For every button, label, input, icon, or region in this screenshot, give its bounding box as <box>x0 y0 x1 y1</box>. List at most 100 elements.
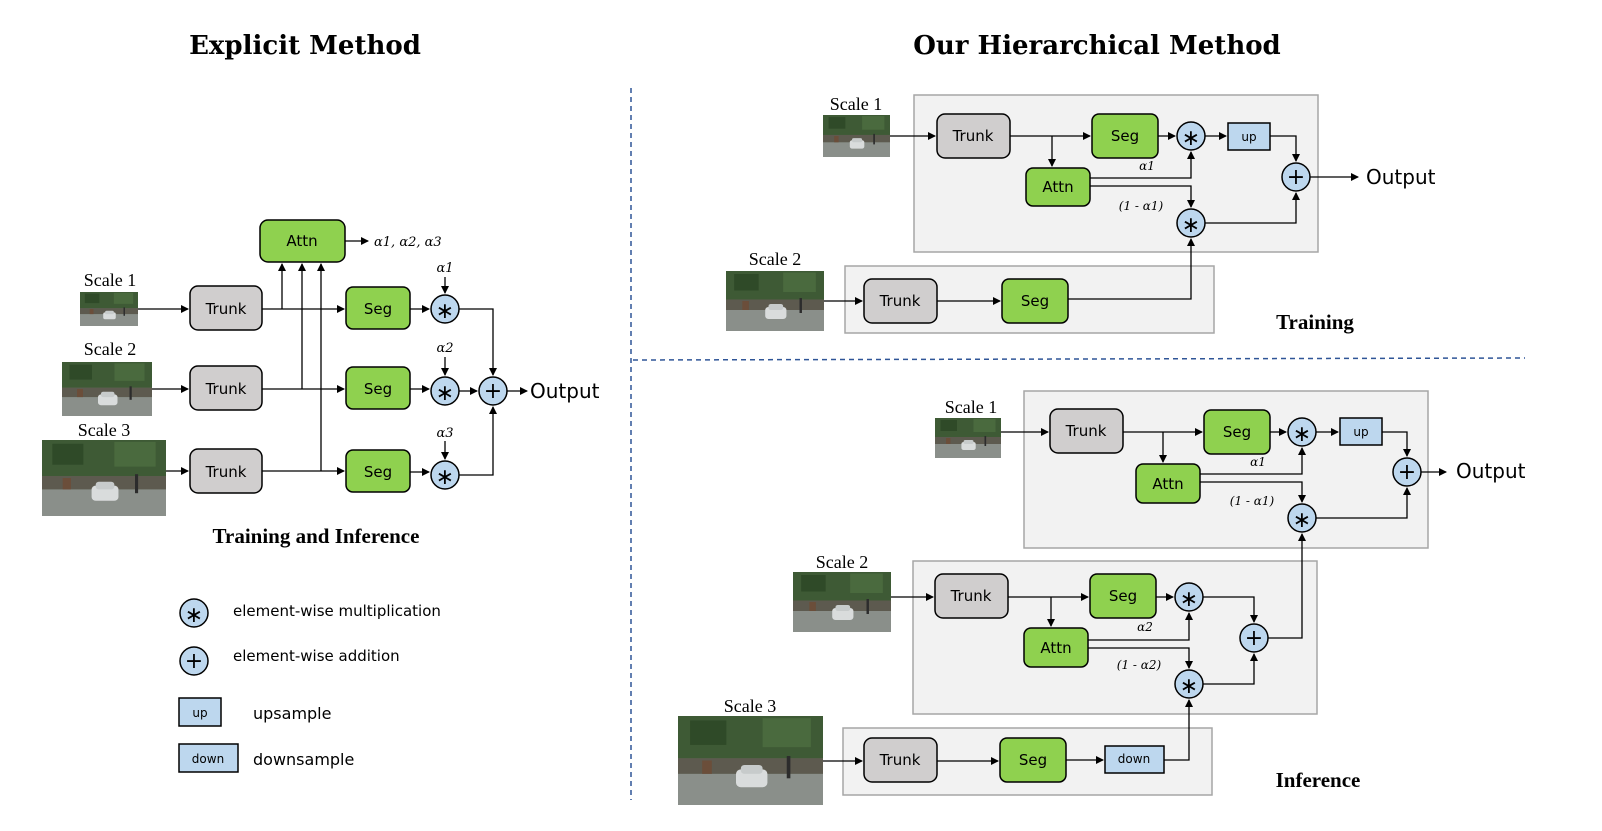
inference-down-label: down <box>1118 752 1150 766</box>
inference-one-minus-alpha1: (1 - α1) <box>1230 494 1275 508</box>
training-subtitle: Training <box>1276 310 1354 334</box>
inference-down-box <box>1104 745 1165 774</box>
explicit-scale1-label: Scale 1 <box>84 270 136 290</box>
explicit-seg1 <box>345 286 411 330</box>
training-trunk2-label: Trunk <box>879 292 921 310</box>
inference-mult1a-symbol: ∗ <box>1293 422 1311 447</box>
explicit-scale3-image <box>42 440 166 516</box>
legend-mult-label: element-wise multiplication <box>233 602 441 620</box>
inference-seg1-label: Seg <box>1223 423 1251 441</box>
inference-attn1 <box>1135 463 1201 504</box>
legend-mult-icon <box>179 598 209 628</box>
inference-alpha1: α1 <box>1250 455 1266 469</box>
inference-seg2-label: Seg <box>1109 587 1137 605</box>
legend-down-box <box>178 743 239 773</box>
inference-attn2-label: Attn <box>1040 639 1071 657</box>
inference-scale2-label: Scale 2 <box>816 552 868 572</box>
explicit-alpha2: α2 <box>436 341 453 356</box>
inference-seg3-label: Seg <box>1019 751 1047 769</box>
inference-mult2a-symbol: ∗ <box>1180 587 1198 612</box>
inference-one-minus-alpha2: (1 - α2) <box>1117 658 1162 672</box>
legend-add-icon <box>179 646 209 676</box>
explicit-seg2-label: Seg <box>364 380 392 398</box>
training-connectors <box>824 132 1359 305</box>
training-scale1-label: Scale 1 <box>830 94 882 114</box>
inference-seg2 <box>1089 573 1157 619</box>
training-mult2-symbol: ∗ <box>1182 213 1200 238</box>
explicit-attn-output-label: α1, α2, α3 <box>374 235 442 250</box>
legend-down-label: downsample <box>253 750 354 769</box>
explicit-seg2 <box>345 366 411 410</box>
training-seg2 <box>1001 278 1069 324</box>
hierarchical-title: Our Hierarchical Method <box>913 31 1281 61</box>
training-scale1-image <box>823 115 890 157</box>
training-seg1-label: Seg <box>1111 127 1139 145</box>
legend: ∗ element-wise multiplication + element-… <box>178 598 441 773</box>
inference-subtitle: Inference <box>1276 768 1361 792</box>
inference-trunk2 <box>934 573 1009 619</box>
inference-alpha2: α2 <box>1137 620 1153 634</box>
inference-add1-symbol: + <box>1398 460 1416 485</box>
explicit-seg3-label: Seg <box>364 463 392 481</box>
explicit-trunk1-label: Trunk <box>205 300 247 318</box>
inference-up-label: up <box>1353 425 1368 439</box>
explicit-scale2-label: Scale 2 <box>84 339 136 359</box>
legend-add-symbol: + <box>185 649 203 674</box>
training-scale2-image <box>726 271 824 331</box>
explicit-seg1-label: Seg <box>364 300 392 318</box>
inference-add2-symbol: + <box>1245 626 1263 651</box>
legend-up-label: upsample <box>253 704 331 723</box>
legend-up-box-label: up <box>192 706 207 720</box>
explicit-subtitle: Training and Inference <box>213 524 420 548</box>
inference-trunk3 <box>863 737 938 783</box>
explicit-mult2-symbol: ∗ <box>436 381 454 406</box>
training-add-symbol: + <box>1287 165 1305 190</box>
inference-connectors <box>823 428 1447 765</box>
training-attn-label: Attn <box>1042 178 1073 196</box>
explicit-trunk3-label: Trunk <box>205 463 247 481</box>
training-scale2-label: Scale 2 <box>749 249 801 269</box>
explicit-add-symbol: + <box>484 379 502 404</box>
legend-up-box <box>178 697 222 727</box>
inference-diagram: Scale 1 Scale 2 Scale 3 Trunk Seg Attn u… <box>678 390 1526 805</box>
training-one-minus-alpha: (1 - α1) <box>1119 199 1164 213</box>
explicit-connectors <box>138 237 528 476</box>
inference-scale1-image <box>935 418 1001 458</box>
training-trunk1-label: Trunk <box>952 127 994 145</box>
explicit-scale1-image <box>80 292 138 326</box>
training-output-label: Output <box>1366 165 1436 189</box>
legend-down-box-label: down <box>192 752 224 766</box>
horizontal-divider <box>632 357 1526 361</box>
legend-add-label: element-wise addition <box>233 647 400 665</box>
explicit-title: Explicit Method <box>189 31 421 61</box>
inference-trunk2-label: Trunk <box>950 587 992 605</box>
training-alpha: α1 <box>1139 159 1155 173</box>
explicit-trunk2 <box>189 365 263 411</box>
inference-scale3-label: Scale 3 <box>724 696 776 716</box>
explicit-alpha1: α1 <box>436 261 453 276</box>
inference-scale3-image <box>678 716 823 805</box>
explicit-mult3-symbol: ∗ <box>436 465 454 490</box>
inference-trunk3-label: Trunk <box>879 751 921 769</box>
inference-trunk1-label: Trunk <box>1065 422 1107 440</box>
explicit-output-label: Output <box>530 379 600 403</box>
training-up-label: up <box>1241 130 1256 144</box>
inference-mult1b-symbol: ∗ <box>1293 508 1311 533</box>
explicit-method-diagram: Scale 1 Scale 2 Scale 3 Trunk Trunk Trun… <box>42 219 600 548</box>
explicit-mult1-symbol: ∗ <box>436 299 454 324</box>
explicit-trunk2-label: Trunk <box>205 380 247 398</box>
inference-output-label: Output <box>1456 459 1526 483</box>
explicit-seg3 <box>345 449 411 493</box>
explicit-alpha3: α3 <box>436 426 453 441</box>
inference-scale1-label: Scale 1 <box>945 397 997 417</box>
training-diagram: Scale 1 Scale 2 Trunk Seg Attn up ∗ ∗ + … <box>726 94 1436 334</box>
training-attn <box>1025 167 1091 207</box>
explicit-trunk1 <box>189 285 263 331</box>
explicit-scale2-image <box>62 362 152 416</box>
inference-trunk1 <box>1049 408 1124 454</box>
explicit-scale3-label: Scale 3 <box>78 420 130 440</box>
explicit-attn-label: Attn <box>286 232 317 250</box>
inference-mult2b-symbol: ∗ <box>1180 674 1198 699</box>
training-mult1-symbol: ∗ <box>1182 126 1200 151</box>
